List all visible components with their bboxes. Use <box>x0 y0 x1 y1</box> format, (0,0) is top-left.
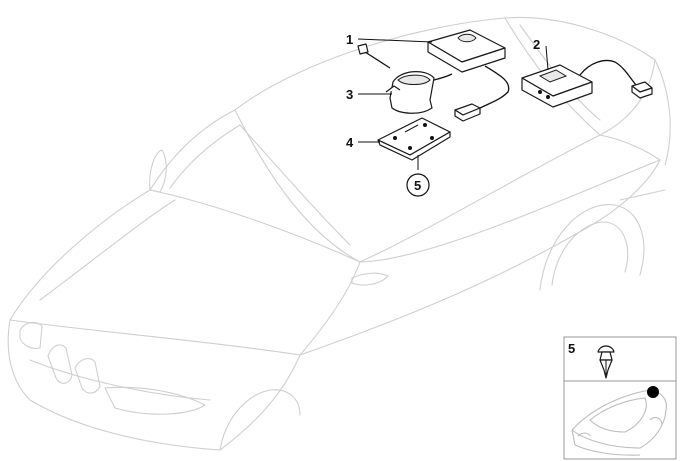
callout-5: 5 <box>414 178 421 193</box>
callout-2: 2 <box>533 37 540 52</box>
callout-leaders <box>357 38 549 170</box>
part-2-module <box>521 59 653 108</box>
callout-5-circle <box>406 173 430 197</box>
callout-3: 3 <box>346 87 353 102</box>
inset-label: 5 <box>568 341 575 356</box>
inset-top-box <box>563 336 677 382</box>
callout-4: 4 <box>346 135 354 150</box>
part-1-amplifier <box>427 29 510 122</box>
callouts: 1 2 3 4 5 <box>346 32 540 197</box>
part-3-siren <box>357 43 453 114</box>
car-outline <box>7 16 671 451</box>
locator-dot <box>647 386 659 398</box>
callout-1: 1 <box>346 32 353 47</box>
inset-panel: 5 <box>563 336 677 460</box>
push-rivet-icon <box>597 345 615 379</box>
part-4-bracket <box>377 117 451 161</box>
